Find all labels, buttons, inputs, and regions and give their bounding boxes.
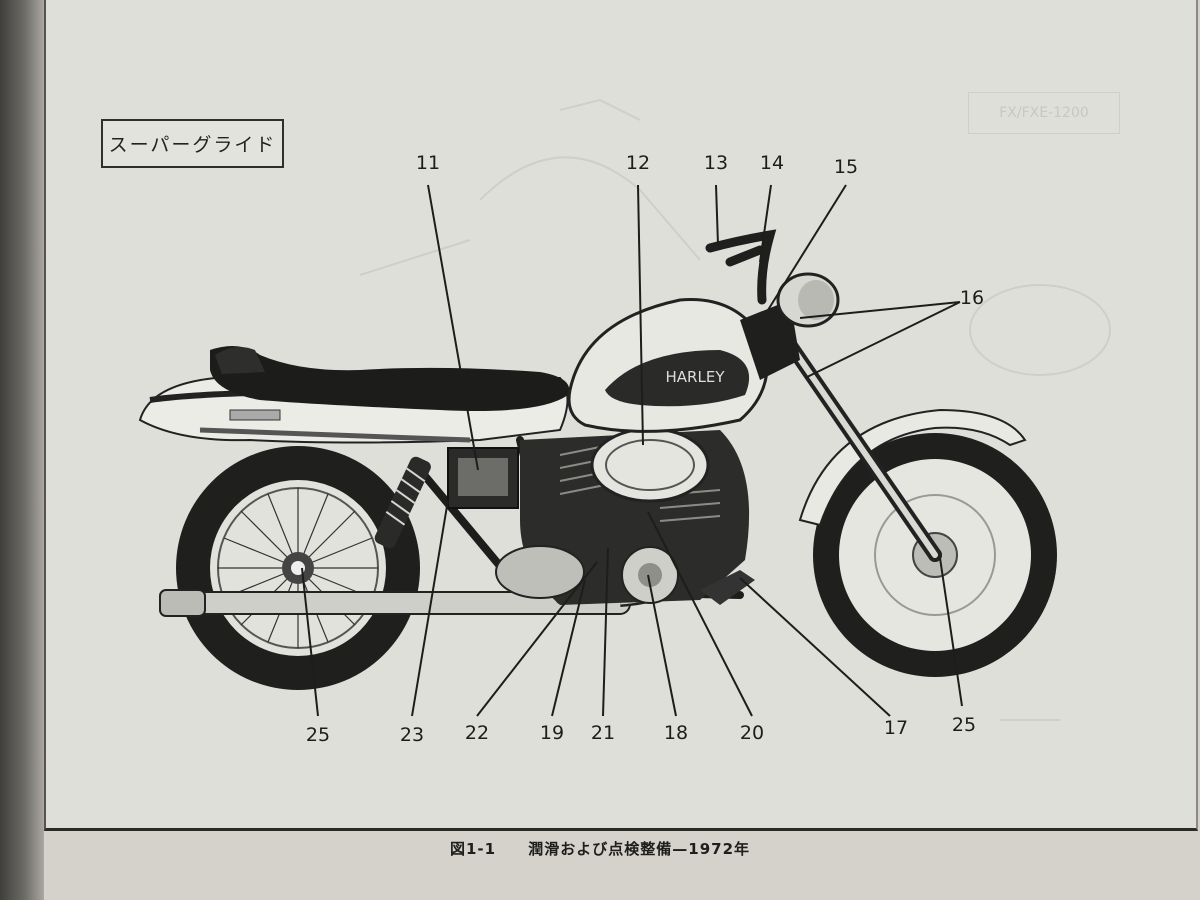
callout-18: 18 [663, 722, 689, 744]
model-name-box: スーパーグライド [101, 119, 284, 168]
callout-17: 17 [883, 717, 909, 739]
callout-16: 16 [959, 287, 985, 309]
oil-tank-box [447, 447, 519, 509]
page-binding-shadow [0, 0, 44, 900]
callout-21: 21 [590, 722, 616, 744]
callout-25-front: 25 [951, 714, 977, 736]
callout-leader-lines [301, 184, 963, 717]
bleed-through-label: FX/FXE-1200 [968, 92, 1120, 134]
callout-25-rear: 25 [305, 724, 331, 746]
handlebars [705, 229, 777, 305]
callout-12: 12 [625, 152, 651, 174]
fuel-tank: HARLEY [567, 298, 769, 433]
air-cleaner [590, 427, 710, 503]
bleed-through-sketch [359, 98, 1111, 721]
callout-15: 15 [833, 156, 859, 178]
headlight [776, 272, 840, 328]
figure-number: 図1-1 [449, 840, 497, 858]
callout-20: 20 [739, 722, 765, 744]
callout-23: 23 [399, 724, 425, 746]
callout-13: 13 [703, 152, 729, 174]
rear-wheel [176, 446, 420, 690]
seat-hump [215, 346, 265, 374]
seat [210, 346, 570, 411]
figure-title: 潤滑および点検整備—1972年 [528, 840, 751, 858]
callout-19: 19 [539, 722, 565, 744]
callout-22: 22 [464, 722, 490, 744]
tank-emblem-text: HARLEY [666, 368, 726, 386]
callout-11: 11 [415, 152, 441, 174]
rear-shock [374, 456, 431, 549]
callout-14: 14 [759, 152, 785, 174]
front-fork [740, 300, 942, 562]
figure-caption: 図1-1 潤滑および点検整備—1972年 [0, 838, 1200, 859]
